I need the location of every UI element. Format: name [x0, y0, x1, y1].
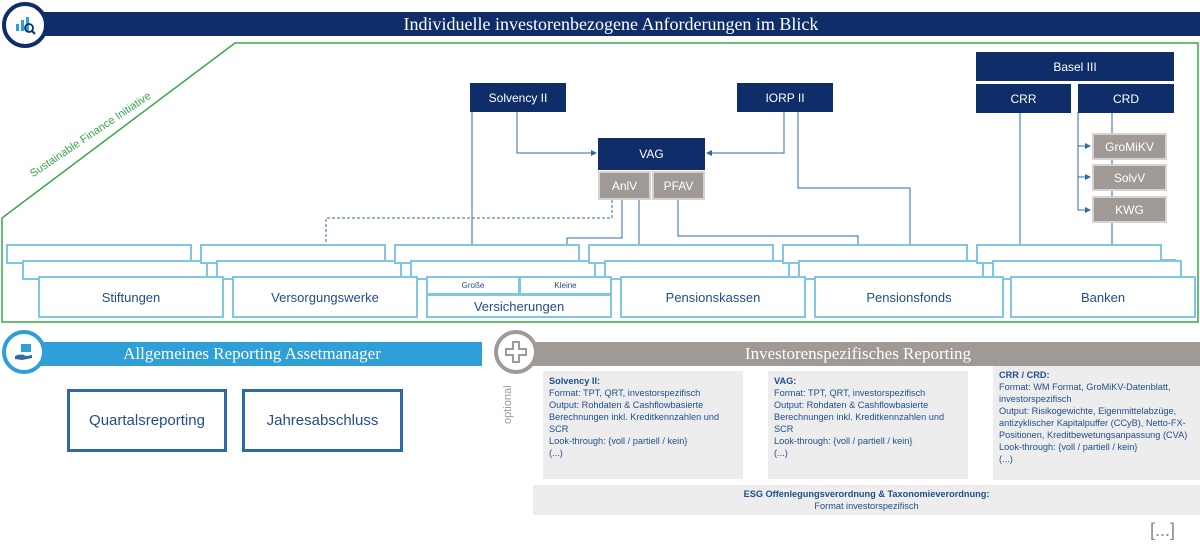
panel-esg-line: Format investorspezifisch — [814, 501, 919, 511]
panel-crr-line: Format: WM Format, GroMiKV-Datenblatt, — [999, 382, 1171, 392]
chart-magnifier-icon — [16, 17, 36, 35]
node-kwg: KWG — [1092, 196, 1167, 223]
node-pfav: PFAV — [652, 171, 705, 200]
panel-solvency-line: (...) — [549, 448, 563, 458]
sfi-outline — [1, 42, 1199, 323]
investor-versorgungswerke: Versorgungswerke — [232, 276, 418, 318]
panel-solvency-line: Look-through: {voll / partiell / kein} — [549, 436, 688, 446]
specific-reporting-bar: Investorenspezifisches Reporting — [516, 342, 1200, 366]
specific-reporting-title: Investorenspezifisches Reporting — [744, 344, 972, 363]
investor-pensionsfonds: Pensionsfonds — [814, 276, 1004, 318]
optional-label: optional — [502, 385, 514, 424]
header-icon-circle — [2, 2, 48, 48]
plus-icon — [505, 341, 527, 363]
investor-pensionskassen: Pensionskassen — [620, 276, 806, 318]
panel-vag-line: Berechnungen inkl. Kreditkennzahlen und … — [774, 412, 945, 434]
node-basel-iii: Basel III — [976, 52, 1174, 81]
panel-solvency-heading: Solvency II: — [549, 376, 601, 386]
panel-esg: ESG Offenlegungsverordnung & Taxonomieve… — [533, 485, 1200, 515]
line-solvency-vag — [516, 112, 597, 156]
header-bar: Individuelle investorenbezogene Anforder… — [22, 12, 1200, 36]
panel-crr-line: Output: Risikogewichte, Eigenmittelabzüg… — [999, 406, 1177, 416]
investor-versicherungen: Versicherungen — [426, 294, 612, 318]
node-solvency-ii: Solvency II — [470, 83, 566, 112]
investor-stiftungen: Stiftungen — [38, 276, 224, 318]
general-icon-circle — [2, 330, 46, 374]
quartalsreporting-button[interactable]: Quartalsreporting — [67, 389, 227, 452]
panel-solvency-line: Berechnungen inkl. Kreditkennzahlen und … — [549, 412, 720, 434]
panel-vag-line: Look-through: {voll / partiell / kein} — [774, 436, 913, 446]
panel-crr-line: Positionen, Kreditbewetungsanpassung (CV… — [999, 430, 1188, 440]
panel-crr-line: investorspezifisch — [999, 394, 1072, 404]
node-crd: CRD — [1078, 84, 1174, 113]
investor-kleine: Kleine — [519, 276, 612, 295]
investor-banken: Banken — [1010, 276, 1196, 318]
panel-crr-line: Look-through: {voll / partiell / kein} — [999, 442, 1138, 452]
panel-vag-line: (...) — [774, 448, 788, 458]
panel-vag: VAG: Format: TPT, QRT, investorspezifisc… — [768, 371, 968, 479]
line-iorp-pensionsfonds — [797, 112, 913, 276]
ellipsis-text: [...] — [1150, 520, 1176, 540]
node-crr: CRR — [976, 84, 1071, 113]
jahresabschluss-button[interactable]: Jahresabschluss — [242, 389, 403, 452]
page-title: Individuelle investorenbezogene Anforder… — [403, 13, 819, 34]
node-anlv: AnlV — [598, 171, 651, 200]
line-iorp-vag — [706, 112, 785, 156]
node-gromikv: GroMiKV — [1092, 133, 1167, 160]
panel-crr-heading: CRR / CRD: — [999, 370, 1050, 380]
line-crd-kwg — [1077, 112, 1091, 213]
general-reporting-title: Allgemeines Reporting Assetmanager — [123, 344, 381, 363]
specific-icon-circle — [494, 330, 538, 374]
panel-vag-heading: VAG: — [774, 376, 797, 386]
panel-crr-line: (...) — [999, 454, 1013, 464]
panel-esg-heading: ESG Offenlegungsverordnung & Taxonomieve… — [743, 489, 990, 499]
hand-document-icon — [15, 344, 32, 360]
panel-crr-line: antizyklischer Kapitalpuffer (CCyB), Net… — [999, 418, 1186, 428]
panel-solvency: Solvency II: Format: TPT, QRT, investors… — [543, 371, 743, 479]
panel-crr-crd: CRR / CRD: Format: WM Format, GroMiKV-Da… — [993, 366, 1200, 480]
panel-solvency-line: Output: Rohdaten & Cashflowbasierte — [549, 400, 704, 410]
node-iorp-ii: IORP II — [737, 83, 833, 112]
node-vag: VAG — [598, 138, 705, 170]
investor-grosse: Große — [426, 276, 520, 295]
node-solvv: SolvV — [1092, 164, 1167, 191]
panel-solvency-line: Format: TPT, QRT, investorspezifisch — [549, 388, 701, 398]
panel-vag-line: Format: TPT, QRT, investorspezifisch — [774, 388, 926, 398]
panel-vag-line: Output: Rohdaten & Cashflowbasierte — [774, 400, 929, 410]
general-reporting-bar: Allgemeines Reporting Assetmanager — [22, 342, 482, 366]
